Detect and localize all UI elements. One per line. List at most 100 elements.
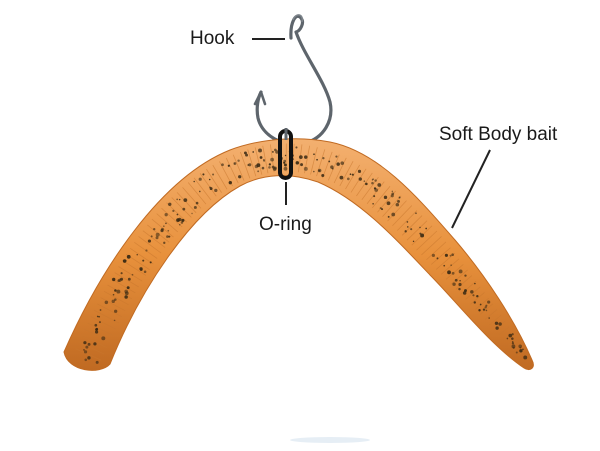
bait-rib xyxy=(322,151,333,179)
bait-speckle xyxy=(371,181,374,185)
bait-speckle xyxy=(284,154,287,157)
bait-speckle xyxy=(318,169,321,172)
bait-speckle xyxy=(212,173,215,176)
bait-rib xyxy=(171,197,192,218)
bait-speckle xyxy=(163,241,166,244)
bait-speckle xyxy=(436,257,439,260)
bait-speckle xyxy=(303,166,308,171)
bait-speckle xyxy=(111,299,115,304)
bait-speckle xyxy=(126,254,131,259)
bait-speckle xyxy=(136,253,138,256)
bait-speckle xyxy=(523,355,528,360)
bait-speckle xyxy=(447,270,451,275)
bait-rib xyxy=(81,335,108,349)
bait-speckle xyxy=(261,166,265,170)
bait-speckle xyxy=(363,180,366,182)
bait-rib xyxy=(87,322,114,336)
bait-speckle xyxy=(377,183,382,187)
bait-speckle xyxy=(179,224,181,226)
bait-rib xyxy=(479,303,494,315)
bait-speckle xyxy=(321,173,325,178)
bait-speckle xyxy=(93,342,97,346)
bait-speckle xyxy=(407,226,409,228)
bait-speckle xyxy=(336,162,340,166)
bait-speckle xyxy=(443,264,446,267)
bait-speckle xyxy=(458,287,461,291)
bait-speckle xyxy=(371,179,374,181)
bait-speckle xyxy=(313,170,315,173)
bait-speckle xyxy=(322,157,325,160)
bait-rib xyxy=(356,172,373,197)
bait-speckle xyxy=(268,163,271,166)
bait-speckle xyxy=(415,212,417,215)
bait-speckle xyxy=(419,226,421,229)
bait-speckle xyxy=(254,164,259,169)
bait-speckle xyxy=(180,221,184,224)
bait-speckle xyxy=(99,309,102,311)
bait-speckle xyxy=(522,348,524,351)
bait-speckle xyxy=(515,351,518,354)
bait-rib xyxy=(225,157,239,184)
bait-rib xyxy=(161,207,183,228)
bait-speckle xyxy=(142,259,145,262)
bait-speckle xyxy=(511,341,514,343)
bait-speckle xyxy=(459,280,461,282)
bait-speckle xyxy=(397,199,400,203)
bait-speckle xyxy=(165,222,167,225)
bait-speckle xyxy=(374,188,378,192)
bait-speckle xyxy=(95,330,99,334)
bait-speckle xyxy=(164,212,168,217)
bait-rib xyxy=(206,168,222,193)
bait-speckle xyxy=(458,269,463,274)
bait-rib xyxy=(114,272,139,288)
bait-speckle xyxy=(284,163,287,167)
bait-speckle xyxy=(495,326,499,330)
bait-speckle xyxy=(511,337,514,340)
bait-speckle xyxy=(391,212,396,217)
bait-speckle xyxy=(202,173,205,176)
bait-speckle xyxy=(511,333,514,336)
bait-speckle xyxy=(373,195,376,198)
bait-speckle xyxy=(386,201,391,206)
bait-rib xyxy=(247,149,257,177)
bait-rib xyxy=(498,326,510,336)
bait-speckle xyxy=(464,274,467,277)
bait-speckle xyxy=(300,163,304,167)
bait-rib xyxy=(103,290,129,306)
bait-rib xyxy=(187,182,207,205)
bait-speckle xyxy=(153,228,156,231)
bait-speckle xyxy=(268,166,271,169)
bait-rib xyxy=(176,192,197,214)
bait-speckle xyxy=(191,212,193,215)
bait-speckle xyxy=(512,346,515,349)
bait-speckle xyxy=(155,236,159,240)
bait-speckle xyxy=(98,321,101,324)
bait-speckle xyxy=(149,261,152,264)
bait-rib xyxy=(440,258,460,275)
bait-rib xyxy=(97,303,123,318)
bait-speckle xyxy=(209,187,213,191)
bait-speckle xyxy=(195,201,199,205)
bait-speckle xyxy=(95,360,99,364)
soft-body-bait-label: Soft Body bait xyxy=(439,124,558,145)
bait-speckle xyxy=(304,155,308,159)
bait-rib xyxy=(517,349,526,357)
bait-speckle xyxy=(412,240,415,243)
bait-speckle xyxy=(390,194,394,198)
bait-speckle xyxy=(365,182,368,186)
bait-speckle xyxy=(233,161,237,165)
bait-rib xyxy=(372,186,391,209)
bait-speckle xyxy=(83,350,88,354)
bait-speckle xyxy=(120,272,123,275)
bait-rib xyxy=(416,230,438,251)
bait-speckle xyxy=(94,323,98,327)
bait-speckle xyxy=(112,293,115,296)
bait-speckle xyxy=(295,146,298,149)
bait-speckle xyxy=(273,166,277,170)
bait-speckle xyxy=(283,159,287,163)
bait-leader-line xyxy=(451,149,491,229)
bait-speckle xyxy=(83,341,87,345)
bait-speckle xyxy=(126,286,130,290)
bait-speckle xyxy=(425,227,428,230)
bait-speckle xyxy=(349,173,352,176)
